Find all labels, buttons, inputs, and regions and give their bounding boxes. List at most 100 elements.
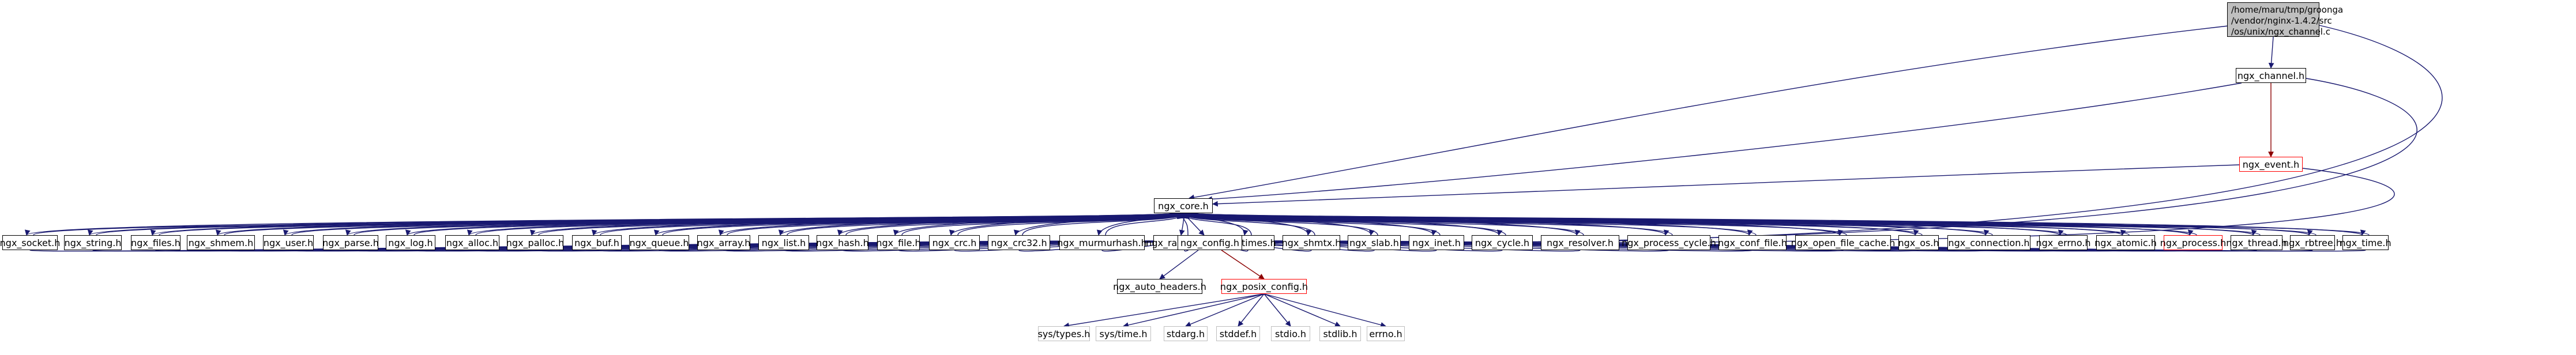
node-ngx-crc-h[interactable]: ngx_crc.h [929, 235, 980, 250]
node-sys-time-h[interactable]: sys/time.h [1096, 326, 1151, 341]
node-label: ngx_connection.h [1948, 237, 2030, 248]
node-ngx-list-h[interactable]: ngx_list.h [758, 235, 809, 250]
node-label: stdio.h [1275, 328, 1306, 339]
node-label: ngx_time.h [2340, 237, 2391, 248]
node-stdarg-h[interactable]: stdarg.h [1164, 326, 1208, 341]
node-label: ngx_shmem.h [188, 237, 254, 248]
node-ngx-os-h[interactable]: ngx_os.h [1898, 235, 1939, 250]
node-errno-h[interactable]: errno.h [1367, 326, 1405, 341]
edge-event-core [1212, 164, 2240, 207]
node-label: sys/types.h [1037, 328, 1090, 339]
node-ngx-process-h[interactable]: ngx_process.h [2160, 235, 2226, 250]
node-ngx-slab-h[interactable]: ngx_slab.h [1348, 235, 1401, 250]
edge-config-posix [1221, 250, 1265, 280]
node-ngx-thread-h[interactable]: ngx_thread.h [2226, 235, 2287, 250]
edge-posix-sys-5 [1263, 293, 1341, 327]
edge-to-core-16 [1022, 213, 1186, 236]
node-label: ngx_palloc.h [506, 237, 565, 248]
node-ngx-array-h[interactable]: ngx_array.h [697, 235, 750, 250]
node-label: ngx_os.h [1898, 237, 1939, 248]
node-label: ngx_thread.h [2226, 237, 2287, 248]
node-ngx-resolver-h[interactable]: ngx_resolver.h [1541, 235, 1619, 250]
node-ngx-channel-h[interactable]: ngx_channel.h [2236, 68, 2306, 83]
node-ngx-user-h[interactable]: ngx_user.h [263, 235, 314, 250]
node-label: ngx_files.h [131, 237, 180, 248]
edge-to-core-20 [1180, 213, 1315, 236]
node-ngx-shmtx-h[interactable]: ngx_shmtx.h [1281, 235, 1341, 250]
node-ngx-queue-h[interactable]: ngx_queue.h [629, 235, 689, 250]
node-sys-types-h[interactable]: sys/types.h [1038, 326, 1090, 341]
node-ngx-auto-headers-h[interactable]: ngx_auto_headers.h [1113, 279, 1206, 294]
node-label: ngx_auto_headers.h [1113, 281, 1206, 292]
node-label: ngx_slab.h [1349, 237, 1399, 248]
root-file-label: /home/maru/tmp/groonga /vendor/nginx-1.4… [2231, 5, 2344, 37]
node-ngx-log-h[interactable]: ngx_log.h [386, 235, 435, 250]
node-label: ngx_queue.h [629, 237, 689, 248]
node-label: ngx_core.h [1158, 200, 1209, 212]
node-ngx-alloc-h[interactable]: ngx_alloc.h [445, 235, 499, 250]
node-label: ngx_process_cycle.h [1622, 237, 1716, 248]
node-ngx-rbtree-h[interactable]: ngx_rbtree.h [2283, 235, 2342, 250]
edge-posix-sys-1 [1123, 293, 1265, 328]
node-ngx-cycle-h[interactable]: ngx_cycle.h [1472, 235, 1533, 250]
edge-root-channel [2268, 36, 2274, 69]
node-ngx-open-file-cache-h[interactable]: ngx_open_file_cache.h [1791, 235, 1895, 250]
edge-config-auto [1159, 250, 1199, 280]
edge-root-core [1189, 25, 2233, 201]
node-label: stdarg.h [1166, 328, 1205, 339]
edge-core-to-18 [1179, 213, 1185, 236]
node-ngx-errno-h[interactable]: ngx_errno.h [2036, 235, 2091, 250]
node-label: ngx_murmurhash.h [1057, 237, 1147, 248]
node-stdio-h[interactable]: stdio.h [1271, 326, 1310, 341]
node-label: ngx_user.h [263, 237, 314, 248]
node-label: sys/time.h [1099, 328, 1148, 339]
node-ngx-event-h[interactable]: ngx_event.h [2239, 157, 2303, 172]
node-ngx-process-cycle-h[interactable]: ngx_process_cycle.h [1622, 235, 1716, 250]
node-ngx-time-h[interactable]: ngx_time.h [2340, 235, 2391, 250]
node-label: ngx_config.h [1180, 237, 1239, 248]
node-label: ngx_string.h [64, 237, 122, 248]
node-stdlib-h[interactable]: stdlib.h [1319, 326, 1361, 341]
node-label: ngx_channel.h [2237, 70, 2305, 81]
node-ngx-atomic-h[interactable]: ngx_atomic.h [2094, 235, 2157, 250]
node-label: ngx_hash.h [816, 237, 869, 248]
node-label: ngx_inet.h [1412, 237, 1461, 248]
node-ngx-crc32-h[interactable]: ngx_crc32.h [988, 235, 1050, 250]
node-label: ngx_parse.h [322, 237, 379, 248]
node-label: ngx_socket.h [0, 237, 61, 248]
node-label: ngx_conf_file.h [1718, 237, 1787, 248]
node-ngx-murmurhash-h[interactable]: ngx_murmurhash.h [1057, 235, 1147, 250]
node-label: ngx_crc32.h [991, 237, 1047, 248]
node-stddef-h[interactable]: stddef.h [1216, 326, 1260, 341]
node-ngx-config-h[interactable]: ngx_config.h [1178, 235, 1242, 250]
node-label: ngx_resolver.h [1546, 237, 1614, 248]
node-ngx-inet-h[interactable]: ngx_inet.h [1409, 235, 1464, 250]
edge-root-config [1242, 25, 2443, 248]
node-ngx-conf-file-h[interactable]: ngx_conf_file.h [1718, 235, 1787, 250]
node-label: ngx_list.h [761, 237, 806, 248]
node-ngx-shmem-h[interactable]: ngx_shmem.h [187, 235, 255, 250]
node-ngx-files-h[interactable]: ngx_files.h [131, 235, 180, 250]
node-label: ngx_atomic.h [2094, 237, 2157, 248]
edge-event-config [1242, 168, 2395, 244]
node-ngx-buf-h[interactable]: ngx_buf.h [572, 235, 622, 250]
node-ngx-parse-h[interactable]: ngx_parse.h [322, 235, 379, 250]
node-label: stddef.h [1219, 328, 1257, 339]
node-label: ngx_log.h [388, 237, 433, 248]
edge-posix-sys-6 [1263, 293, 1386, 328]
node-ngx-file-h[interactable]: ngx_file.h [876, 235, 921, 250]
node-ngx-palloc-h[interactable]: ngx_palloc.h [506, 235, 565, 250]
node-ngx-hash-h[interactable]: ngx_hash.h [816, 235, 869, 250]
node-ngx-string-h[interactable]: ngx_string.h [64, 235, 122, 250]
node-ngx-connection-h[interactable]: ngx_connection.h [1947, 235, 2030, 250]
node-label: ngx_buf.h [574, 237, 619, 248]
edge-posix-sys-4 [1263, 293, 1291, 327]
node-ngx-socket-h[interactable]: ngx_socket.h [0, 235, 61, 250]
node-label: ngx_crc.h [932, 237, 977, 248]
node-label: ngx_shmtx.h [1281, 237, 1341, 248]
node-label: ngx_file.h [876, 237, 921, 248]
node-ngx-posix-config-h[interactable]: ngx_posix_config.h [1220, 279, 1308, 294]
node-ngx-core-h[interactable]: ngx_core.h [1154, 198, 1213, 213]
node-label: ngx_process.h [2160, 237, 2227, 248]
